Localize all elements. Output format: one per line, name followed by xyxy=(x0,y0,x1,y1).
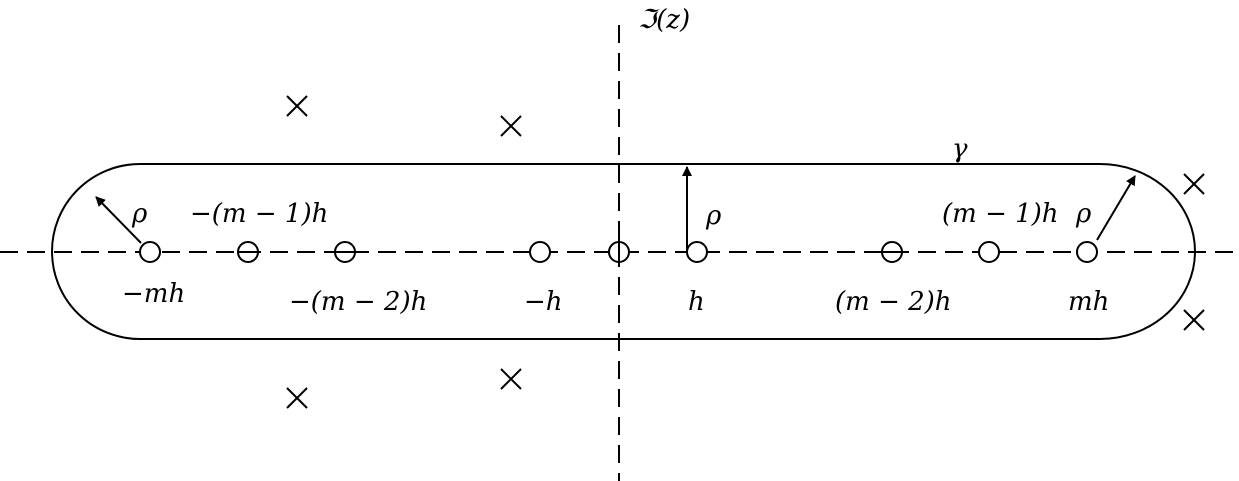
pole-label-neg-m-minus-2-h: −(m − 2)h xyxy=(289,287,427,317)
pole-marker xyxy=(1076,241,1098,263)
imaginary-axis-label: ℑ(z) xyxy=(638,5,690,35)
pole-label-m-minus-1-h: (m − 1)h xyxy=(942,199,1059,229)
radius-label-right: ρ xyxy=(1075,199,1092,229)
cross-marker xyxy=(500,368,522,390)
contour-label: γ xyxy=(952,134,968,164)
pole-marker xyxy=(529,241,551,263)
pole-label-neg-m-minus-1-h: −(m − 1)h xyxy=(190,199,328,229)
radius-arrow-right xyxy=(1096,175,1136,241)
pole-label-mh: mh xyxy=(1068,287,1109,317)
pole-label-m-minus-2-h: (m − 2)h xyxy=(835,287,952,317)
radius-label-center: ρ xyxy=(705,201,722,231)
pole-label-neg-h: −h xyxy=(524,287,563,317)
pole-label-neg-mh: −mh xyxy=(122,279,185,309)
cross-marker xyxy=(286,95,308,117)
poles xyxy=(139,238,1098,266)
pole-marker xyxy=(686,241,708,263)
crosses xyxy=(286,95,1205,409)
radius-arrow-left xyxy=(95,196,142,244)
cross-marker xyxy=(1183,309,1205,331)
pole-marker xyxy=(978,241,1000,263)
cross-marker xyxy=(500,115,522,137)
cross-marker xyxy=(1183,173,1205,195)
contour-gamma xyxy=(51,163,1196,340)
radius-label-left: ρ xyxy=(131,199,148,229)
pole-marker xyxy=(139,241,161,263)
pole-label-h: h xyxy=(688,287,705,317)
cross-marker xyxy=(286,387,308,409)
